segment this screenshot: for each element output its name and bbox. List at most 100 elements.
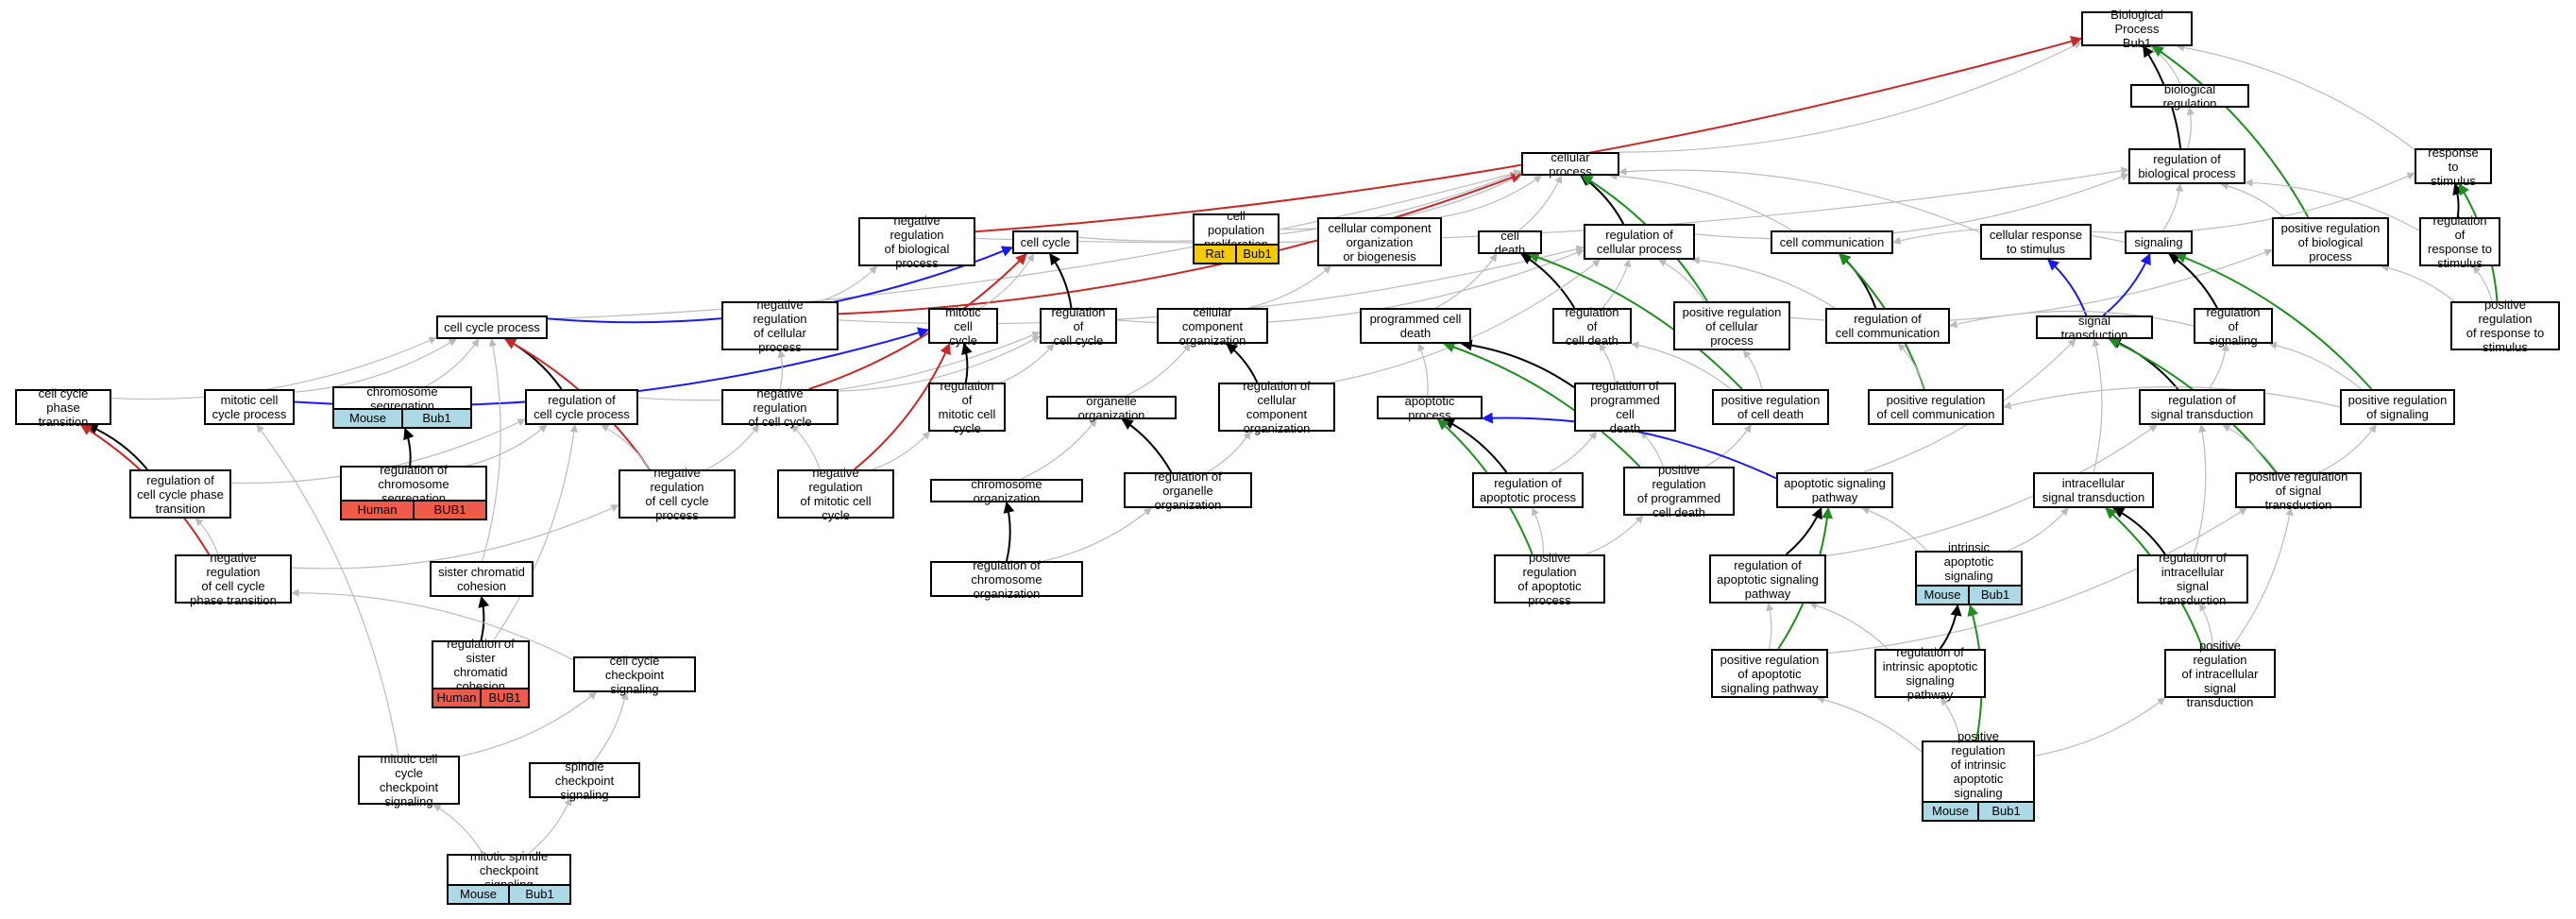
go-term-regapop[interactable]: regulation of apoptotic process [1472,472,1584,508]
go-term-pcd[interactable]: programmed cell death [1360,308,1471,344]
go-term-intsig[interactable]: intracellular signal transduction [2033,472,2154,508]
go-term-orgorg[interactable]: organelle organization [1046,394,1177,422]
go-term-ccpt[interactable]: cell cycle phase transition [15,386,111,429]
go-term-negregmitcc[interactable]: negative regulation of mitotic cell cycl… [777,466,894,522]
go-term-posregintsig[interactable]: positive regulation of intracellular sig… [2164,638,2276,709]
edge-is-a [1816,695,1923,753]
edge-positively-regulates [1527,251,1743,390]
go-term-regorgorg[interactable]: regulation of organelle organization [1124,469,1252,512]
go-term-regpcd[interactable]: regulation of programmed cell death [1574,379,1676,435]
go-term-regcd[interactable]: regulation of cell death [1552,304,1632,348]
edge-positively-regulates [1443,341,1641,468]
go-term-label: positive regulation of cell communicatio… [1876,393,1995,421]
go-term-regst[interactable]: regulation of signal transduction [2139,389,2265,425]
go-term-posregst[interactable]: positive regulation of signal transducti… [2235,469,2362,512]
go-term-posregintapop[interactable]: positive regulation of intrinsic apoptot… [1922,729,2035,822]
edge-regulates [478,595,490,641]
edge-is-a [1861,506,1928,552]
go-term-negregbp[interactable]: negative regulation of biological proces… [858,213,975,270]
edge-is-a [2003,386,2341,410]
go-term-intapop[interactable]: intrinsic apoptotic signaling pathwayMou… [1915,540,2023,605]
go-term-posregapop[interactable]: positive regulation of apoptotic process [1494,551,1605,607]
go-term-label: regulation of signaling [2206,304,2261,348]
go-term-regchrorg[interactable]: regulation of chromosome organization [930,558,1083,601]
go-term-regintsig[interactable]: regulation of intracellular signal trans… [2137,551,2248,607]
go-term-apopsig[interactable]: apoptotic signaling pathway [1776,472,1893,508]
go-term-negregccp[interactable]: negative regulation of cell cycle proces… [619,466,736,522]
go-term-negregccpt[interactable]: negative regulation of cell cycle phase … [175,551,292,607]
go-term-label: positive regulation of cellular process [1682,304,1782,348]
go-term-negregcc[interactable]: negative regulation of cell cycle [721,386,839,429]
go-term-mitcccs[interactable]: mitotic cell cycle checkpoint signaling [358,752,460,808]
go-term-posregcomm[interactable]: positive regulation of cell communicatio… [1868,389,2004,425]
go-term-scc[interactable]: sister chromatid cohesion [430,561,534,597]
edge-is-a [1618,167,1981,233]
go-term-apop[interactable]: apoptotic process [1377,394,1483,422]
gene-cell: Bub1 [401,410,470,427]
go-term-posregapopsig[interactable]: positive regulation of apoptotic signali… [1711,649,1828,698]
go-term-ccorg[interactable]: cellular component organization or bioge… [1317,217,1442,266]
go-term-chrorg[interactable]: chromosome organization [930,477,1083,505]
go-term-posregcp[interactable]: positive regulation of cellular process [1673,301,1790,350]
go-term-cco[interactable]: cellular component organization [1157,305,1268,348]
go-term-label: regulation of cell death [1565,304,1619,348]
go-term-bp[interactable]: Biological Process Bub1 [2081,8,2193,50]
go-term-cellcycle[interactable]: cell cycle [1012,230,1078,254]
edge-regulates [1226,343,1259,383]
species-cell: Human [433,689,480,706]
go-term-regcellproc[interactable]: regulation of cellular process [1584,224,1695,260]
go-term-posregcd[interactable]: positive regulation of cell death [1712,389,1829,425]
go-term-signaling[interactable]: signaling [2125,230,2193,254]
go-term-label: positive regulation of intrinsic apoptot… [1950,729,2007,814]
go-term-posregsig[interactable]: positive regulation of signaling [2340,389,2455,425]
go-term-spcs[interactable]: spindle checkpoint signaling [529,758,640,802]
go-term-label: cell death [1494,228,1526,257]
go-term-regcc[interactable]: regulation of cell cycle [1040,304,1117,348]
go-term-regcco[interactable]: regulation of cellular component organiz… [1218,379,1335,435]
go-term-label: regulation of response to stimulus [2428,213,2492,270]
edge-is-a [2092,338,2103,473]
go-term-cellresp[interactable]: cellular response to stimulus [1980,224,2092,260]
edge-regulates [2109,337,2179,390]
go-term-regccpt[interactable]: regulation of cell cycle phase transitio… [129,469,231,519]
go-term-regcomm[interactable]: regulation of cell communication [1825,308,1950,344]
edge-is-a [493,424,579,641]
go-term-regresp[interactable]: regulation of response to stimulus [2419,213,2500,270]
go-term-label: mitotic cell cycle checkpoint signaling [379,752,439,808]
go-term-bioreg[interactable]: biological regulation [2130,82,2249,111]
edge-regulates [1049,253,1073,309]
go-term-negregcp[interactable]: negative regulation of cellular process [721,298,839,354]
edge-is-a [1518,175,1563,231]
go-term-regbp[interactable]: regulation of biological process [2128,148,2246,184]
go-term-resp[interactable]: response to stimulus [2415,145,2492,188]
go-term-ccp[interactable]: cell cycle process [436,315,548,339]
go-term-cellproc[interactable]: cellular process [1521,150,1619,179]
go-term-label: spindle checkpoint signaling [554,758,615,802]
edge-is-a [2162,183,2184,231]
edge-is-a [256,424,399,757]
go-term-celldeath[interactable]: cell death [1478,228,1542,257]
go-term-regsig[interactable]: regulation of signaling [2194,304,2273,348]
go-term-sigtrans[interactable]: signal transduction [2036,313,2153,342]
go-term-label: signal transduction [2060,313,2128,342]
species-cell: Rat [1195,246,1235,263]
go-term-posregpcd[interactable]: positive regulation of programmed cell d… [1623,463,1735,519]
go-term-regmitcc[interactable]: regulation of mitotic cell cycle [928,379,1006,435]
go-term-regintapop[interactable]: regulation of intrinsic apoptotic signal… [1874,645,1986,702]
go-term-mitccp[interactable]: mitotic cell cycle process [204,389,295,425]
go-term-cellcomm[interactable]: cell communication [1771,230,1893,254]
edge-is-a [1077,170,1522,242]
go-term-posregbp[interactable]: positive regulation of biological proces… [2272,217,2389,266]
go-term-mitcc[interactable]: mitotic cell cycle [928,305,998,348]
go-term-cccs[interactable]: cell cycle checkpoint signaling [573,654,696,696]
go-term-regccp[interactable]: regulation of cell cycle process [525,389,638,425]
go-term-label: chromosome segregation [366,383,438,413]
go-term-regapopsig[interactable]: regulation of apoptotic signaling pathwa… [1709,554,1826,604]
go-term-posregresp[interactable]: positive regulation of response to stimu… [2450,298,2560,354]
go-term-label: regulation of cell cycle [1051,304,1106,348]
